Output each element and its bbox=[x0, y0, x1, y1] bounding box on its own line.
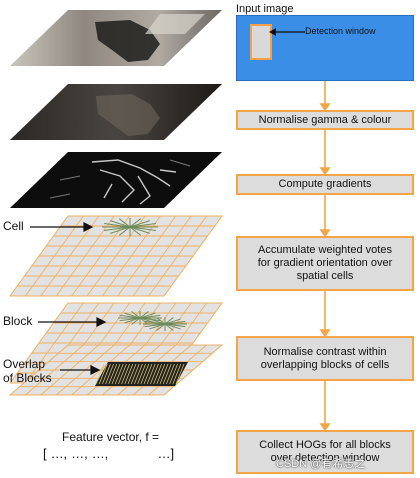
gradient-edges-faint bbox=[49, 159, 191, 199]
overlap-hatch bbox=[137, 363, 146, 385]
step-5-line-2: over detection window bbox=[270, 452, 380, 464]
feature-vector-value: [ ..., ..., ..., ...] bbox=[43, 446, 175, 461]
step-normalise-contrast: Normalise contrast within overlapping bl… bbox=[236, 336, 414, 381]
overlap-hatch bbox=[118, 363, 127, 385]
hog-illustration bbox=[8, 10, 224, 396]
overlap-hatch bbox=[166, 363, 175, 385]
overlap-hatch bbox=[172, 363, 182, 385]
pedestrian-silhouette bbox=[95, 20, 160, 62]
block-histogram-glyph bbox=[119, 314, 161, 322]
step-3-line-2: for gradient orientation over bbox=[257, 257, 393, 269]
input-image-title: Input image bbox=[236, 3, 294, 15]
overlap-hatch bbox=[114, 363, 124, 385]
gradient-edges bbox=[91, 159, 177, 205]
step-2-line-1: Compute gradients bbox=[278, 178, 372, 190]
watermark: CSDN @有希志之 bbox=[276, 458, 366, 470]
overlap-hatch bbox=[162, 363, 172, 385]
overlap-hatch bbox=[169, 363, 178, 385]
overlap-hatch bbox=[98, 363, 108, 385]
step-accumulate-votes: Accumulate weighted votes for gradient o… bbox=[236, 236, 414, 291]
block-histogram-glyph bbox=[144, 320, 186, 328]
step-4-line-2: overlapping blocks of cells bbox=[260, 358, 390, 371]
label-arrows bbox=[30, 222, 107, 375]
detection-window-label: Detection window bbox=[305, 26, 376, 36]
overlap-hatch bbox=[95, 363, 105, 385]
cell-histogram-glyph bbox=[104, 223, 156, 231]
overlap-hatch bbox=[146, 363, 156, 385]
gradient-layer bbox=[10, 152, 222, 208]
step-compute-gradients: Compute gradients bbox=[236, 174, 414, 195]
overlap-hatch bbox=[156, 363, 166, 385]
overlap-arrow-head bbox=[90, 365, 101, 375]
step-3-line-3: spatial cells bbox=[296, 270, 354, 282]
cell-arrow-head bbox=[83, 222, 94, 232]
overlap-hatch bbox=[175, 363, 185, 385]
overlap-hatch bbox=[150, 363, 159, 385]
step-4-line-1: Normalise contrast within bbox=[263, 345, 387, 358]
overlap-label-line2: of Blocks bbox=[3, 371, 52, 385]
input-image-box: Detection window bbox=[236, 15, 414, 81]
step-5-line-1: Collect HOGs for all blocks bbox=[259, 439, 391, 451]
step-3-line-1: Accumulate weighted votes bbox=[258, 244, 392, 256]
overlap-hatch bbox=[143, 363, 153, 385]
overlap-hatch bbox=[130, 363, 140, 385]
feature-vector-title: Feature vector, f = bbox=[62, 430, 160, 444]
step-1-line-1: Normalise gamma & colour bbox=[258, 113, 392, 126]
step-collect-hogs: Collect HOGs for all blocks over detecti… bbox=[236, 430, 414, 474]
overlap-hatch bbox=[159, 363, 169, 385]
cell-label: Cell bbox=[3, 219, 24, 233]
overlap-hatch bbox=[140, 363, 150, 385]
cell-grid-layer bbox=[9, 215, 223, 297]
overlap-hatch bbox=[153, 363, 162, 385]
overlap-hatch bbox=[108, 363, 118, 385]
overlap-hatch bbox=[124, 363, 134, 385]
image-highlight bbox=[145, 14, 205, 34]
detection-window bbox=[250, 24, 272, 60]
detection-window-arrow bbox=[269, 28, 305, 36]
overlap-hatch bbox=[105, 363, 114, 385]
overlap-label-line1: Overlap bbox=[3, 357, 46, 371]
overlap-hatch bbox=[121, 363, 130, 385]
overlap-hatch bbox=[111, 363, 121, 385]
block-label: Block bbox=[3, 314, 33, 328]
block-arrow-head bbox=[96, 317, 107, 327]
normalised-silhouette bbox=[96, 94, 160, 136]
step-normalise-gamma: Normalise gamma & colour bbox=[236, 110, 414, 130]
overlap-hatch bbox=[134, 363, 143, 385]
overlap-grid-layer bbox=[8, 344, 224, 396]
overlap-hatch bbox=[127, 363, 137, 385]
overlap-hatch bbox=[102, 363, 111, 385]
